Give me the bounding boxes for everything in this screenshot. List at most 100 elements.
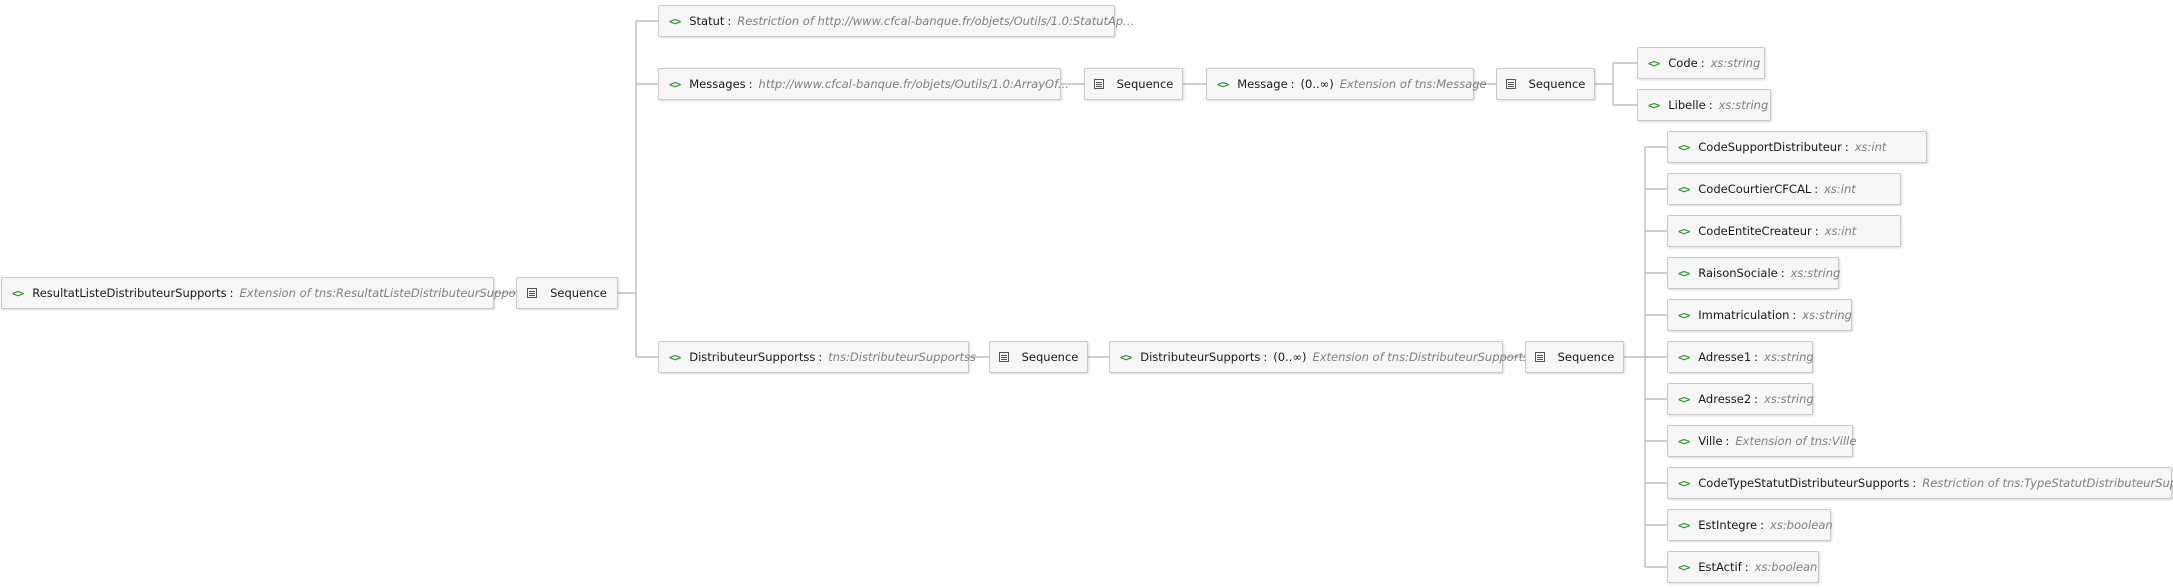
element-cardinality: (0..∞) — [1273, 350, 1307, 364]
element-icon: <> — [1120, 350, 1132, 364]
element-type: xs:boolean — [1754, 560, 1818, 574]
element-name: Adresse1 — [1698, 350, 1752, 364]
element-type: tns:DistributeurSupportss — [828, 350, 977, 364]
element-cardinality: (0..∞) — [1300, 77, 1334, 91]
element-node-field[interactable]: <> Adresse1 : xs:string — [1667, 341, 1814, 373]
element-name: RaisonSociale — [1698, 266, 1778, 280]
element-colon: : — [818, 350, 823, 364]
element-node-field[interactable]: <> CodeTypeStatutDistributeurSupports : … — [1667, 467, 2173, 499]
element-type: xs:string — [1802, 308, 1852, 322]
element-node-field[interactable]: <> Immatriculation : xs:string — [1667, 299, 1852, 331]
element-type: Extension of tns:Ville — [1735, 434, 1857, 448]
sequence-node-message[interactable]: Sequence — [1496, 68, 1595, 100]
element-node-messages[interactable]: <> Messages : http://www.cfcal-banque.fr… — [658, 68, 1069, 100]
element-type: xs:string — [1718, 98, 1769, 112]
element-name: ResultatListeDistributeurSupports — [32, 286, 227, 300]
element-type: xs:string — [1764, 392, 1814, 406]
element-name: Statut — [689, 14, 725, 28]
element-name: Messages — [689, 77, 746, 91]
element-node-statut[interactable]: <> Statut : Restriction of http://www.cf… — [658, 5, 1134, 37]
element-colon: : — [1912, 476, 1917, 490]
element-icon: <> — [1678, 224, 1690, 238]
element-node-message[interactable]: <> Message : (0..∞) Extension of tns:Mes… — [1206, 68, 1487, 100]
element-name: EstActif — [1698, 560, 1742, 574]
element-name: EstIntegre — [1698, 518, 1758, 532]
sequence-icon — [527, 288, 538, 298]
sequence-node-distributeur-supports[interactable]: Sequence — [1525, 341, 1624, 373]
element-colon: : — [748, 77, 753, 91]
element-name: Code — [1668, 56, 1698, 70]
element-colon: : — [1700, 56, 1705, 70]
element-name: Adresse2 — [1698, 392, 1752, 406]
element-icon: <> — [1678, 392, 1690, 406]
element-colon: : — [1814, 224, 1819, 238]
element-colon: : — [1792, 308, 1797, 322]
element-colon: : — [1744, 560, 1749, 574]
element-type: xs:boolean — [1770, 518, 1833, 532]
element-node-field[interactable]: <> EstIntegre : xs:boolean — [1667, 509, 1833, 541]
element-name: Immatriculation — [1698, 308, 1790, 322]
element-type: xs:string — [1790, 266, 1841, 280]
sequence-icon — [1505, 79, 1516, 89]
sequence-node-messages[interactable]: Sequence — [1084, 68, 1183, 100]
element-name: CodeSupportDistributeur — [1698, 140, 1842, 154]
element-node-field[interactable]: <> RaisonSociale : xs:string — [1667, 257, 1841, 289]
element-name: CodeEntiteCreateur — [1698, 224, 1812, 238]
element-icon: <> — [1678, 350, 1690, 364]
element-icon: <> — [1678, 434, 1690, 448]
element-node-distributeur-supportss[interactable]: <> DistributeurSupportss : tns:Distribut… — [658, 341, 976, 373]
element-node-field[interactable]: <> CodeCourtierCFCAL : xs:int — [1667, 173, 1901, 205]
element-type: xs:string — [1764, 350, 1814, 364]
sequence-label: Sequence — [1557, 350, 1615, 364]
element-type: Extension of tns:ResultatListeDistribute… — [239, 286, 531, 300]
sequence-label: Sequence — [550, 286, 607, 300]
element-node-field[interactable]: <> Ville : Extension of tns:Ville — [1667, 425, 1857, 457]
sequence-node-distributeur-supportss[interactable]: Sequence — [989, 341, 1088, 373]
element-icon: <> — [669, 350, 681, 364]
element-icon: <> — [1678, 518, 1690, 532]
element-colon: : — [1725, 434, 1730, 448]
element-node-field[interactable]: <> EstActif : xs:boolean — [1667, 551, 1819, 583]
element-icon: <> — [1648, 98, 1660, 112]
element-name: Libelle — [1668, 98, 1706, 112]
element-colon: : — [1290, 77, 1295, 91]
element-type: Restriction of http://www.cfcal-banque.f… — [737, 14, 1135, 28]
sequence-icon — [1534, 352, 1545, 362]
element-colon: : — [727, 14, 732, 28]
sequence-label: Sequence — [1021, 350, 1079, 364]
element-type: xs:int — [1824, 224, 1857, 238]
element-type: xs:string — [1710, 56, 1761, 70]
element-colon: : — [1760, 518, 1765, 532]
element-icon: <> — [1678, 560, 1690, 574]
element-type: xs:int — [1854, 140, 1887, 154]
sequence-node-root[interactable]: Sequence — [516, 277, 618, 309]
element-name: DistributeurSupportss — [689, 350, 816, 364]
element-name: DistributeurSupports — [1140, 350, 1261, 364]
element-colon: : — [1754, 392, 1759, 406]
sequence-label: Sequence — [1116, 77, 1174, 91]
element-type: Extension of tns:DistributeurSupports — [1312, 350, 1530, 364]
element-colon: : — [1844, 140, 1849, 154]
element-icon: <> — [1217, 77, 1229, 91]
element-node-root[interactable]: <> ResultatListeDistributeurSupports : E… — [1, 277, 531, 309]
element-icon: <> — [1678, 182, 1690, 196]
element-type: Restriction of tns:TypeStatutDistributeu… — [1922, 476, 2173, 490]
element-node-libelle[interactable]: <> Libelle : xs:string — [1637, 89, 1771, 121]
element-node-distributeur-supports[interactable]: <> DistributeurSupports : (0..∞) Extensi… — [1109, 341, 1529, 373]
element-icon: <> — [669, 77, 681, 91]
element-name: CodeCourtierCFCAL — [1698, 182, 1812, 196]
element-node-field[interactable]: <> Adresse2 : xs:string — [1667, 383, 1814, 415]
element-icon: <> — [669, 14, 681, 28]
element-name: CodeTypeStatutDistributeurSupports — [1698, 476, 1910, 490]
sequence-icon — [1093, 79, 1104, 89]
element-node-field[interactable]: <> CodeEntiteCreateur : xs:int — [1667, 215, 1901, 247]
element-type: xs:int — [1824, 182, 1856, 196]
element-node-code[interactable]: <> Code : xs:string — [1637, 47, 1765, 79]
element-colon: : — [1754, 350, 1759, 364]
element-node-field[interactable]: <> CodeSupportDistributeur : xs:int — [1667, 131, 1927, 163]
element-icon: <> — [12, 286, 24, 300]
element-icon: <> — [1678, 140, 1690, 154]
element-colon: : — [1708, 98, 1713, 112]
element-name: Message — [1237, 77, 1288, 91]
